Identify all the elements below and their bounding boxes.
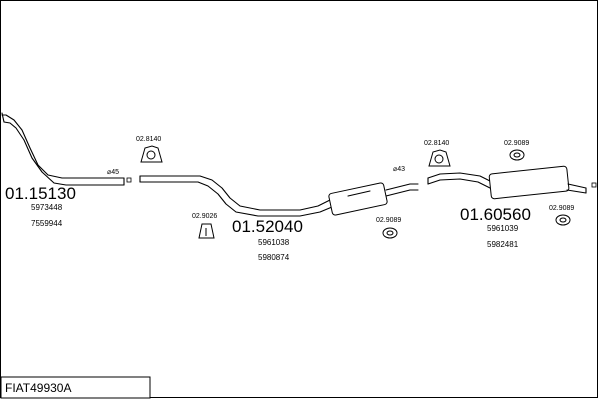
clamp-front[interactable]: 02.8140 <box>136 136 163 163</box>
middle-pipe-ref-1: 5961038 <box>258 238 290 247</box>
rear-pipe-code: 01.60560 <box>460 205 531 224</box>
rear-pipe-diameter: ⌀43 <box>393 166 405 173</box>
title-box <box>0 376 151 399</box>
clamp-front-code: 02.8140 <box>136 136 161 143</box>
rear-pipe-end-marker <box>591 182 597 188</box>
rubber-ring-rear-bottom[interactable]: 02.9089 <box>549 205 574 226</box>
rear-pipe[interactable] <box>427 165 587 200</box>
front-pipe-end-marker <box>126 177 132 183</box>
rubber-mount-front[interactable]: 02.9026 <box>192 213 217 239</box>
clamp-rear[interactable]: 02.8140 <box>424 140 451 167</box>
front-pipe-diameter: ⌀45 <box>107 169 119 176</box>
middle-silencer[interactable] <box>328 182 388 216</box>
front-pipe-code: 01.15130 <box>5 184 76 203</box>
middle-pipe[interactable] <box>139 175 419 217</box>
middle-pipe-code: 01.52040 <box>232 217 303 236</box>
rubber-mount-code: 02.9026 <box>192 213 217 220</box>
clamp-rear-code: 02.8140 <box>424 140 449 147</box>
rear-pipe-ref-1: 5961039 <box>487 224 519 233</box>
rubber-ring-middle[interactable]: 02.9089 <box>376 217 401 239</box>
front-pipe[interactable] <box>1 112 125 186</box>
front-pipe-ref-2: 7559944 <box>31 219 63 228</box>
front-pipe-ref-1: 5973448 <box>31 203 63 212</box>
diagram-id: FIAT49930A <box>5 381 71 395</box>
rubber-ring-rear-top[interactable]: 02.9089 <box>504 140 529 161</box>
middle-pipe-ref-2: 5980874 <box>258 253 290 262</box>
rear-silencer[interactable] <box>488 165 570 200</box>
rubber-ring-middle-code: 02.9089 <box>376 217 401 224</box>
rear-pipe-ref-2: 5982481 <box>487 240 519 249</box>
rubber-ring-rear-bottom-code: 02.9089 <box>549 205 574 212</box>
rubber-ring-rear-top-code: 02.9089 <box>504 140 529 147</box>
